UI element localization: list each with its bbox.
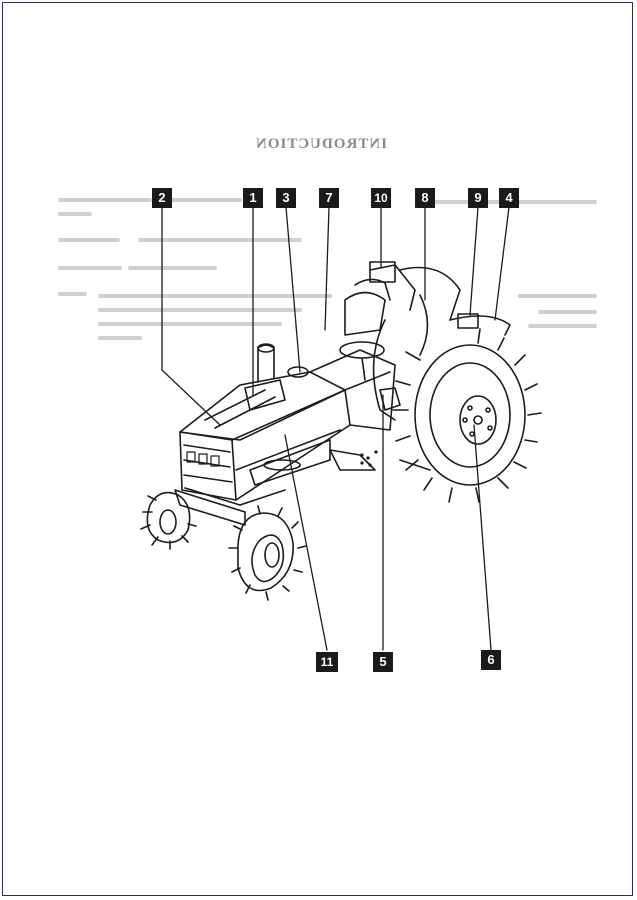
callout-8: 8: [415, 188, 435, 208]
front-wheel-far: [140, 491, 197, 550]
front-wheel-near: [228, 505, 307, 601]
callout-11: 11: [316, 652, 338, 672]
callout-1: 1: [243, 188, 263, 208]
callout-6: 6: [481, 650, 501, 670]
callout-5: 5: [373, 652, 393, 672]
page-bottom-margin: [6, 836, 629, 894]
grille-slots: [186, 451, 220, 467]
rear-wheel: [392, 328, 542, 503]
leader-lines: [161, 206, 510, 651]
callout-3: 3: [276, 188, 296, 208]
callout-7: 7: [319, 188, 339, 208]
callout-10: 10: [371, 188, 391, 208]
pto-dots: [360, 450, 378, 467]
callout-4: 4: [499, 188, 519, 208]
callout-2: 2: [152, 188, 172, 208]
callout-9: 9: [468, 188, 488, 208]
